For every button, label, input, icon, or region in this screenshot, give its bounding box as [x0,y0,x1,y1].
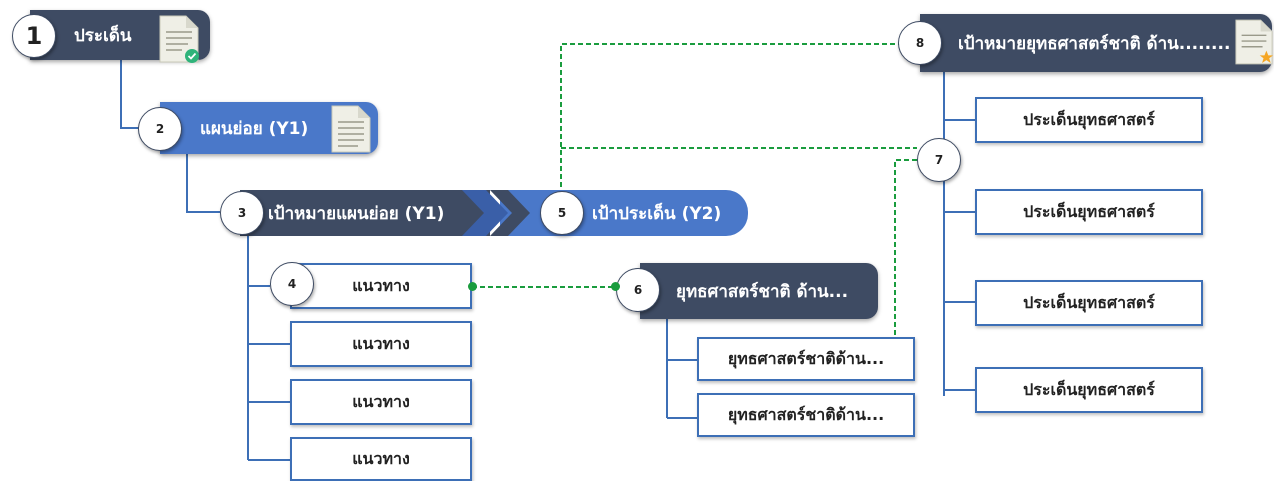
chevron-right-icon [462,190,530,236]
national-strategy-item-label: ยุทธศาสตร์ชาติด้าน... [727,348,885,368]
node-national-strategy-target-number: 8 [898,21,942,65]
national-strategy-item[interactable]: ยุทธศาสตร์ชาติด้าน... [697,393,915,437]
guideline-label: แนวทาง [352,448,410,468]
node-national-strategy-number: 6 [616,268,660,312]
guideline-main-label: แนวทาง [352,275,410,295]
node-sub-plan-target[interactable]: เป้าหมายแผนย่อย (Y1) [240,190,490,236]
node-sub-plan-target-number: 3 [220,191,264,235]
node-issue-number: 1 [12,14,56,58]
national-strategy-item-label: ยุทธศาสตร์ชาติด้าน... [727,404,885,424]
node-issue-target[interactable]: เป้าประเด็น (Y2) [500,190,748,236]
guideline-main-number: 4 [270,262,314,306]
link-dot-start [468,282,477,291]
link-dot-end [611,282,620,291]
node-national-strategy-label: ยุทธศาสตร์ชาติ ด้าน... [676,281,849,302]
document-check-icon [159,15,199,63]
strategic-issue-label: ประเด็นยุทธศาสตร์ [1023,379,1155,399]
strategic-issue-label: ประเด็นยุทธศาสตร์ [1023,109,1155,129]
strategic-issue-box[interactable]: ประเด็นยุทธศาสตร์ [975,280,1203,326]
guideline-label: แนวทาง [352,333,410,353]
guideline-box[interactable]: แนวทาง [290,437,472,481]
guideline-box[interactable]: แนวทาง [290,379,472,425]
dashed-link-5-8 [560,43,900,195]
node-sub-plan-number: 2 [138,107,182,151]
document-star-icon [1235,19,1274,65]
node-sub-plan-label: แผนย่อย (Y1) [200,118,309,139]
guideline-box[interactable]: แนวทาง [290,321,472,367]
node-issue-label: ประเด็น [74,25,132,46]
national-strategy-item[interactable]: ยุทธศาสตร์ชาติด้าน... [697,337,915,381]
node-national-strategy-target-label: เป้าหมายยุทธศาสตร์ชาติ ด้าน........ [958,33,1231,54]
strategic-issue-box[interactable]: ประเด็นยุทธศาสตร์ [975,367,1203,413]
node-seven-number: 7 [917,138,961,182]
node-national-strategy[interactable]: ยุทธศาสตร์ชาติ ด้าน... [640,263,878,319]
guideline-box-main[interactable]: แนวทาง [290,263,472,309]
dashed-link-6item-7 [894,159,918,335]
document-icon [331,105,371,153]
strategic-issue-box[interactable]: ประเด็นยุทธศาสตร์ [975,97,1203,143]
connector-1-2 [120,60,140,129]
node-issue-target-label: เป้าประเด็น (Y2) [592,203,722,224]
strategic-issue-label: ประเด็นยุทธศาสตร์ [1023,201,1155,221]
strategic-issue-label: ประเด็นยุทธศาสตร์ [1023,292,1155,312]
node-national-strategy-target[interactable]: เป้าหมายยุทธศาสตร์ชาติ ด้าน........ [920,14,1272,72]
node-sub-plan-target-label: เป้าหมายแผนย่อย (Y1) [268,203,445,224]
guideline-label: แนวทาง [352,391,410,411]
connector-2-3 [186,150,220,213]
node-issue-target-number: 5 [540,191,584,235]
strategic-issue-box[interactable]: ประเด็นยุทธศาสตร์ [975,189,1203,235]
